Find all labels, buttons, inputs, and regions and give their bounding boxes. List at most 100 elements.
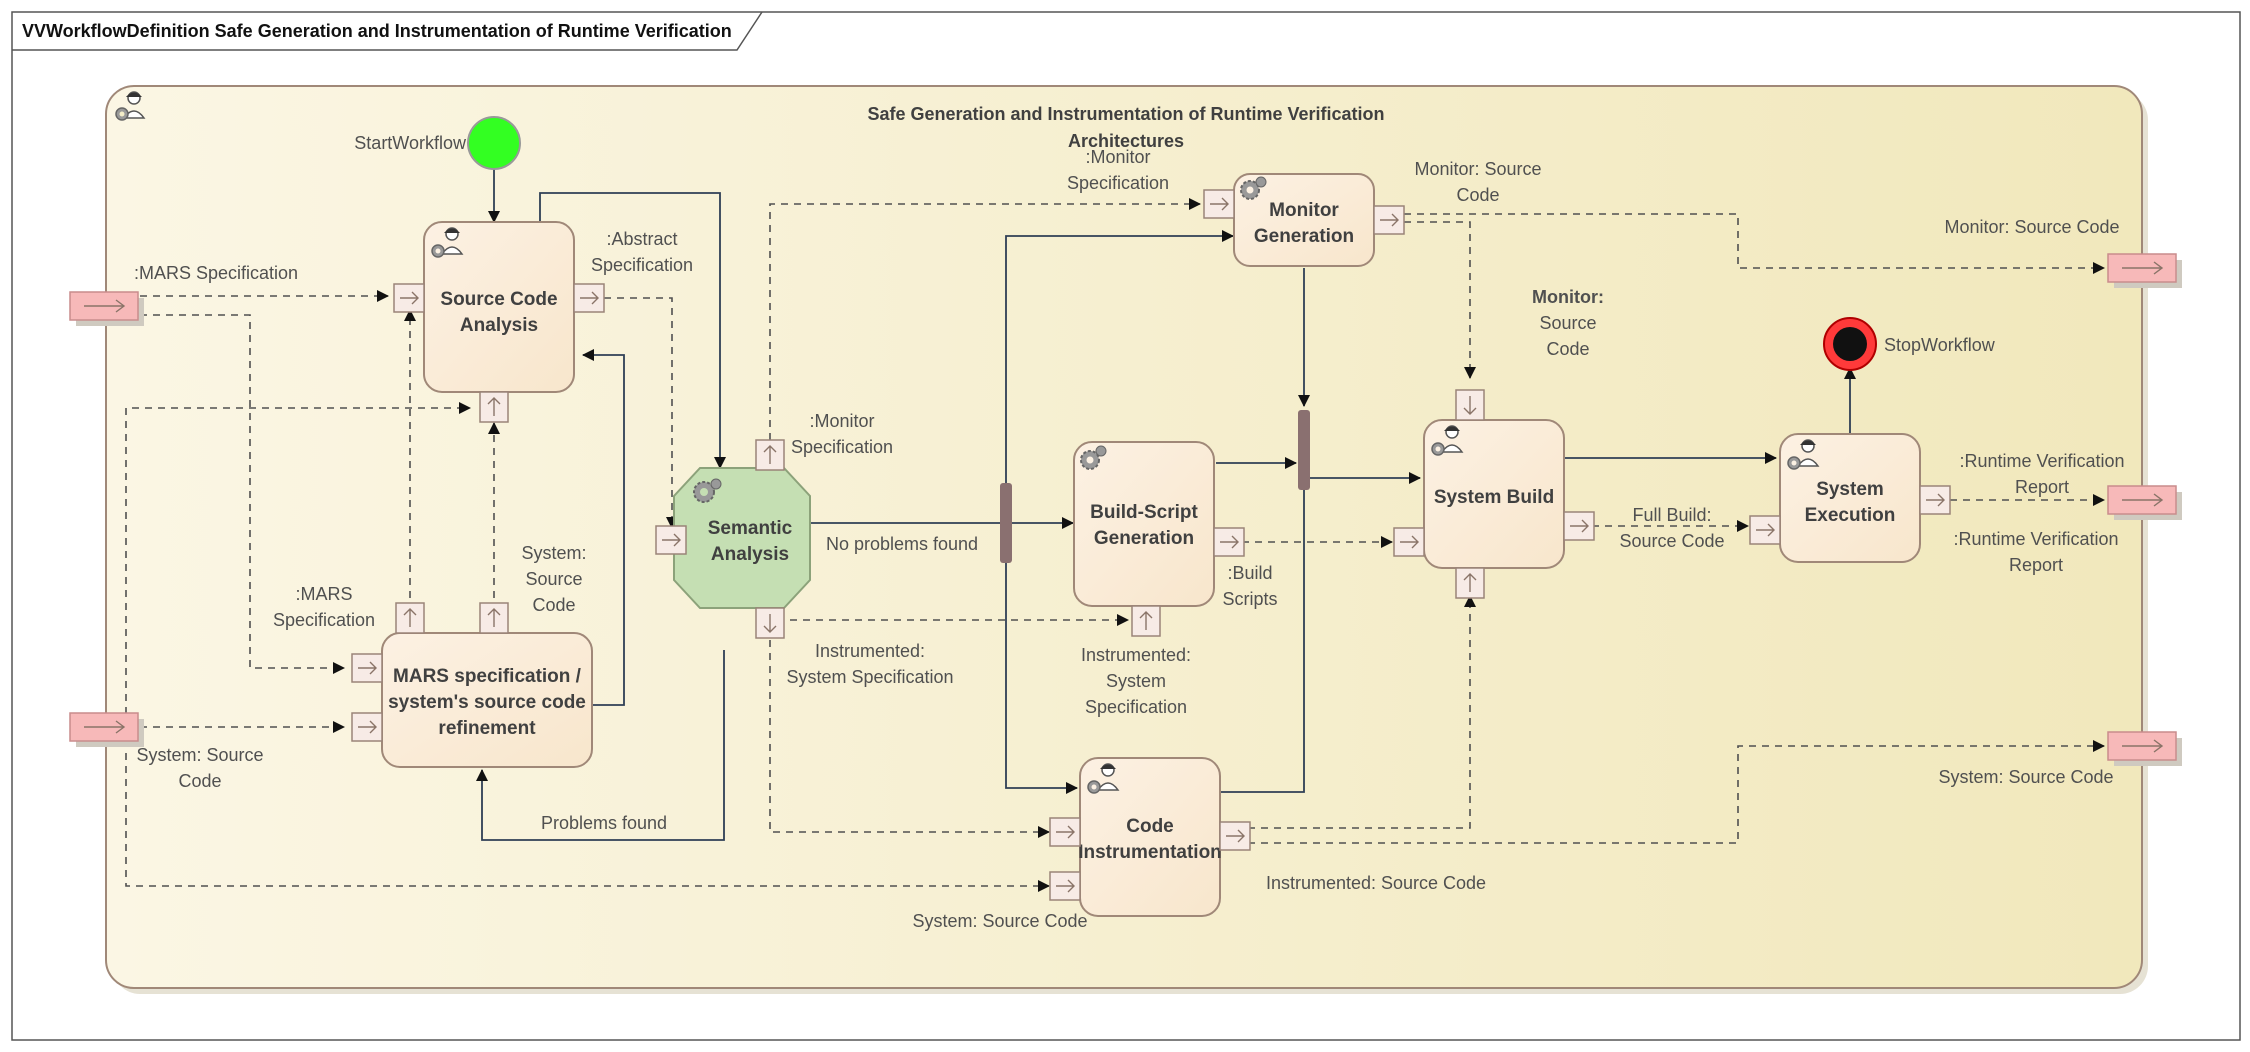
label-abstract-spec-2: Specification xyxy=(591,255,693,275)
label-monitor-spec-semantic-2: Specification xyxy=(791,437,893,457)
label-problems: Problems found xyxy=(541,813,667,833)
pin-mars-out-1[interactable] xyxy=(395,602,425,634)
label-mars-pin-2: Specification xyxy=(273,610,375,630)
semantic-title-2: Analysis xyxy=(711,544,789,565)
code-instr-title-2: Instrumentation xyxy=(1078,842,1222,863)
pin-mars-in-1[interactable] xyxy=(351,653,383,683)
actor-gear-icon xyxy=(1431,425,1464,456)
label-monitor-spec-top-1: :Monitor xyxy=(1085,147,1150,167)
semantic-analysis-action[interactable]: Semantic Analysis xyxy=(673,467,811,609)
label-system-source-bottom: System: Source Code xyxy=(912,911,1087,931)
mars-title-2: system's source code xyxy=(388,692,586,713)
label-build-scripts-2: Scripts xyxy=(1222,589,1277,609)
label-instr-spec-left-2: System Specification xyxy=(786,667,953,687)
system-build-action[interactable]: System Build xyxy=(1423,419,1565,569)
param-mars-spec[interactable] xyxy=(69,291,144,326)
label-report-bottom-2: Report xyxy=(2009,555,2063,575)
label-no-problems: No problems found xyxy=(826,534,978,554)
label-system-source-right: System: Source Code xyxy=(1938,767,2113,787)
pin-exec-in[interactable] xyxy=(1749,515,1781,545)
actor-gear-icon xyxy=(1087,763,1120,794)
pin-semantic-out-bottom[interactable] xyxy=(755,607,785,639)
mars-refinement-action[interactable]: MARS specification / system's source cod… xyxy=(381,632,593,768)
pin-mars-in-2[interactable] xyxy=(351,712,383,742)
semantic-title-1: Semantic xyxy=(708,518,793,539)
join-bar xyxy=(1298,410,1310,490)
label-build-scripts-1: :Build xyxy=(1227,563,1272,583)
pin-mongen-out[interactable] xyxy=(1373,205,1405,235)
label-instr-overlap-3: Specification xyxy=(1085,697,1187,717)
param-system-source-out[interactable] xyxy=(2107,731,2182,766)
pin-bsg-out[interactable] xyxy=(1213,527,1245,557)
label-full-build-1: Full Build: xyxy=(1632,505,1711,525)
label-monitor-spec-semantic-1: :Monitor xyxy=(809,411,874,431)
label-instr-overlap-2: System xyxy=(1106,671,1166,691)
monitor-gen-title-1: Monitor xyxy=(1269,200,1339,221)
pins xyxy=(351,189,1951,901)
pin-mongen-in[interactable] xyxy=(1203,189,1235,219)
param-runtime-report[interactable] xyxy=(2107,485,2182,520)
label-report-top-2: Report xyxy=(2015,477,2069,497)
label-monitor-out-1: Monitor: Source xyxy=(1414,159,1541,179)
start-node[interactable]: StartWorkflow xyxy=(354,116,521,170)
code-instr-title-1: Code xyxy=(1126,816,1174,837)
label-monitor-param: Monitor: Source Code xyxy=(1944,217,2119,237)
control-flows xyxy=(476,162,1856,841)
label-report-bottom-1: :Runtime Verification xyxy=(1953,529,2118,549)
label-monitor-overlap-2: Source xyxy=(1539,313,1596,333)
pin-build-in-bottom[interactable] xyxy=(1455,567,1485,599)
pin-ci-out[interactable] xyxy=(1219,821,1251,851)
pin-sca-out-right[interactable] xyxy=(573,283,605,313)
source-code-analysis-action[interactable]: Source Code Analysis xyxy=(423,221,575,393)
object-flows xyxy=(125,198,2105,892)
label-full-build-2: Source Code xyxy=(1619,531,1724,551)
stop-label: StopWorkflow xyxy=(1884,335,1996,355)
pin-ci-in-1[interactable] xyxy=(1049,817,1081,847)
label-sys-source-pin-3: Code xyxy=(532,595,575,615)
system-build-title: System Build xyxy=(1434,487,1554,508)
label-abstract-spec-1: :Abstract xyxy=(606,229,677,249)
system-execution-action[interactable]: System Execution xyxy=(1779,433,1921,563)
pin-exec-out[interactable] xyxy=(1919,485,1951,515)
pin-mars-out-2[interactable] xyxy=(479,602,509,634)
monitor-generation-action[interactable]: Monitor Generation xyxy=(1233,173,1375,267)
system-exec-title-1: System xyxy=(1816,479,1884,500)
pin-sca-in-left[interactable] xyxy=(393,283,425,313)
actor-gear-icon xyxy=(431,227,464,258)
pin-sca-in-bottom[interactable] xyxy=(479,391,509,423)
frame-title: VVWorkflowDefinition Safe Generation and… xyxy=(22,21,732,41)
monitor-gen-title-2: Generation xyxy=(1254,226,1354,247)
start-label: StartWorkflow xyxy=(354,133,467,153)
source-code-analysis-title-1: Source Code xyxy=(440,289,557,310)
label-monitor-overlap-3: Code xyxy=(1546,339,1589,359)
pin-semantic-in[interactable] xyxy=(655,525,687,555)
param-monitor-source[interactable] xyxy=(2107,253,2182,288)
label-sys-source-pin-1: System: xyxy=(521,543,586,563)
pin-bsg-in-bottom[interactable] xyxy=(1131,605,1161,637)
system-exec-title-2: Execution xyxy=(1805,505,1896,526)
build-script-title-2: Generation xyxy=(1094,528,1194,549)
gear-icon xyxy=(1080,445,1107,470)
gear-icon xyxy=(1240,176,1267,200)
source-code-analysis-title-2: Analysis xyxy=(460,315,538,336)
param-system-source[interactable] xyxy=(69,712,144,747)
label-instr-spec-left-1: Instrumented: xyxy=(815,641,925,661)
actor-gear-icon xyxy=(115,91,146,121)
gear-icon xyxy=(693,478,722,503)
group-title-line1: Safe Generation and Instrumentation of R… xyxy=(867,104,1384,124)
label-instr-source-code: Instrumented: Source Code xyxy=(1266,873,1486,893)
label-instr-overlap-1: Instrumented: xyxy=(1081,645,1191,665)
label-report-top-1: :Runtime Verification xyxy=(1959,451,2124,471)
pin-semantic-out-top[interactable] xyxy=(755,439,785,471)
code-instrumentation-action[interactable]: Code Instrumentation xyxy=(1078,757,1222,917)
stop-node[interactable]: StopWorkflow xyxy=(1823,317,1996,371)
pin-build-in[interactable] xyxy=(1393,527,1425,557)
label-system-source-param-2: Code xyxy=(178,771,221,791)
label-monitor-spec-top-2: Specification xyxy=(1067,173,1169,193)
pin-build-in-top[interactable] xyxy=(1455,389,1485,421)
build-script-title-1: Build-Script xyxy=(1090,502,1198,523)
pin-build-out[interactable] xyxy=(1563,511,1595,541)
pin-ci-in-2[interactable] xyxy=(1049,871,1081,901)
build-script-generation-action[interactable]: Build-Script Generation xyxy=(1073,441,1215,607)
